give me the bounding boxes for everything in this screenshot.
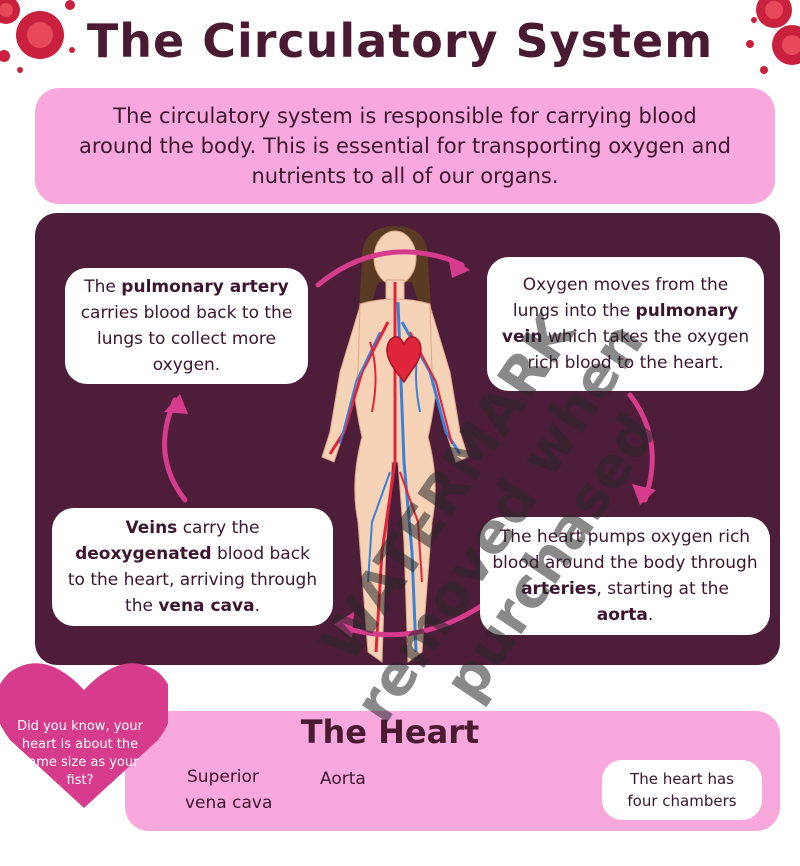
blood-cells-top-left: [0, 0, 75, 73]
circulation-arrows: [162, 249, 656, 638]
chambers-bubble: The heart has four chambers: [602, 760, 762, 820]
bubble-text: which takes the oxygen rich blood to the…: [527, 327, 750, 373]
veins-text: Veins carry the deoxygenated blood back …: [64, 515, 321, 619]
bubble-text: blood back to the heart, arriving throug…: [67, 544, 318, 616]
label-aorta: Aorta: [320, 769, 366, 789]
arteries-bubble: The heart pumps oxygen rich blood around…: [480, 517, 770, 635]
bubble-text: The heart pumps oxygen rich blood around…: [492, 527, 758, 573]
veins-bubble: Veins carry the deoxygenated blood back …: [52, 508, 333, 626]
label-superior-vena-cava: Superior: [187, 767, 259, 787]
chambers-line-1: The heart has: [630, 770, 734, 788]
pulmonary-artery-bubble: The pulmonary artery carries blood back …: [65, 268, 308, 384]
did-you-know-text: Did you know, your heart is about the sa…: [17, 719, 143, 788]
bubble-bold-text: pulmonary artery: [121, 277, 289, 297]
page-title: The Circulatory System: [86, 14, 714, 68]
intro-box: The circulatory system is responsible fo…: [35, 88, 775, 204]
chambers-line-2: four chambers: [627, 792, 737, 810]
bubble-text: carries blood back to the lungs to colle…: [80, 303, 293, 375]
pulmonary-artery-text: The pulmonary artery carries blood back …: [77, 274, 296, 378]
bubble-text: , starting at the: [596, 579, 729, 599]
bubble-bold-text: arteries: [521, 579, 597, 599]
arteries-text: The heart pumps oxygen rich blood around…: [492, 524, 758, 628]
bubble-text: The: [84, 277, 122, 297]
bubble-bold-text: aorta: [596, 605, 648, 625]
blood-cells-top-right: [746, 0, 800, 74]
pulmonary-vein-text: Oxygen moves from the lungs into the pul…: [499, 272, 752, 376]
intro-text: The circulatory system is responsible fo…: [79, 104, 731, 188]
bubble-bold-text: vena cava: [158, 596, 255, 616]
label-superior-vena-cava-2: vena cava: [185, 793, 273, 813]
bubble-text: .: [647, 605, 654, 625]
heart-section-title: The Heart: [300, 713, 480, 751]
bubble-text: carry the: [177, 518, 260, 538]
bubble-bold-text: Veins: [125, 518, 178, 538]
bubble-text: Oxygen moves from the lungs into the: [512, 275, 729, 321]
pulmonary-vein-bubble: Oxygen moves from the lungs into the pul…: [487, 257, 764, 391]
bubble-bold-text: pulmonary vein: [501, 301, 739, 347]
bubble-text: .: [254, 596, 260, 616]
fact-heart-shape: [0, 663, 168, 808]
bubble-bold-text: deoxygenated: [75, 544, 212, 564]
